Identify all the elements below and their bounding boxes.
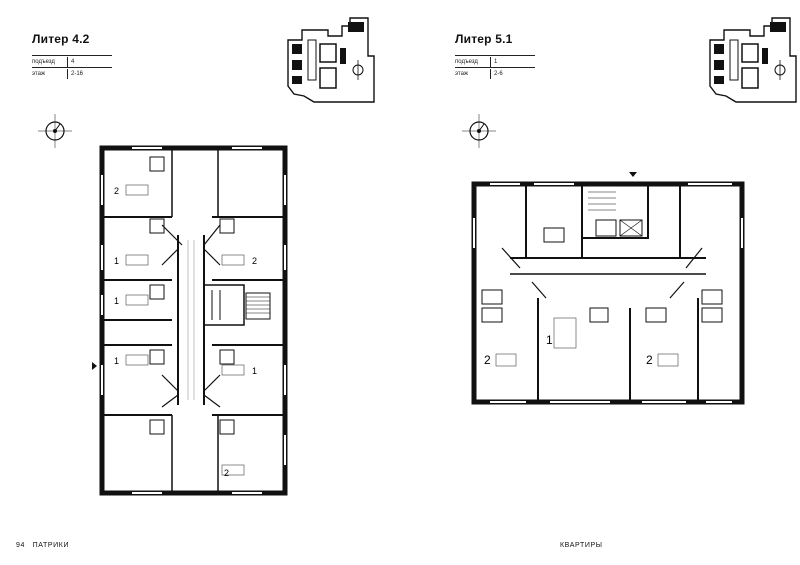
right-floor-plan: 2 1 2: [471, 181, 745, 405]
left-floor-value: 2-16: [67, 68, 83, 79]
left-keyplan: [287, 17, 375, 103]
right-floor-label: этаж: [455, 70, 468, 77]
left-entrance-arrow-icon: [92, 362, 97, 370]
left-page: Литер 4.2 подъезд 4 этаж 2-16: [16, 17, 375, 549]
page-number: 94: [16, 542, 25, 549]
left-room-type-5: 2: [252, 256, 257, 266]
right-title: Литер 5.1: [455, 32, 513, 46]
right-keyplan: [709, 17, 797, 103]
left-room-type-3: 1: [114, 296, 119, 306]
left-room-type-4: 1: [114, 356, 119, 366]
right-page: Литер 5.1 подъезд 1 этаж 2-6: [400, 0, 800, 565]
left-floor-row: этаж 2-16: [32, 67, 112, 79]
left-room-type-2: 1: [114, 256, 119, 266]
right-entrance-value: 1: [490, 56, 497, 67]
right-room-type-3: 2: [646, 353, 653, 367]
left-meta: подъезд 4 этаж 2-16: [32, 55, 112, 79]
right-compass-icon: [462, 114, 496, 148]
left-footer-text: ПАТРИКИ: [32, 542, 70, 549]
left-room-type-1: 2: [114, 186, 119, 196]
left-entrance-value: 4: [67, 56, 74, 67]
right-floor-value: 2-6: [490, 68, 503, 79]
right-floor-row: этаж 2-6: [455, 67, 535, 79]
right-footer: КВАРТИРЫ: [560, 542, 603, 549]
left-room-type-6: 1: [252, 366, 257, 376]
right-entrance-label: подъезд: [455, 58, 478, 65]
right-entrance-arrow-icon: [629, 172, 637, 177]
left-room-type-7: 2: [224, 468, 229, 478]
left-entrance-label: подъезд: [32, 58, 55, 65]
left-title: Литер 4.2: [32, 32, 90, 46]
left-floor-plan: 2 1 1 1 2 1 2: [99, 145, 288, 496]
left-compass-icon: [38, 114, 72, 148]
left-entrance-row: подъезд 4: [32, 55, 112, 67]
left-floor-label: этаж: [32, 70, 45, 77]
right-entrance-row: подъезд 1: [455, 55, 535, 67]
left-footer: 94 ПАТРИКИ: [16, 542, 69, 549]
right-room-type-1: 2: [484, 353, 491, 367]
right-room-type-2: 1: [546, 333, 553, 347]
right-meta: подъезд 1 этаж 2-6: [455, 55, 535, 79]
